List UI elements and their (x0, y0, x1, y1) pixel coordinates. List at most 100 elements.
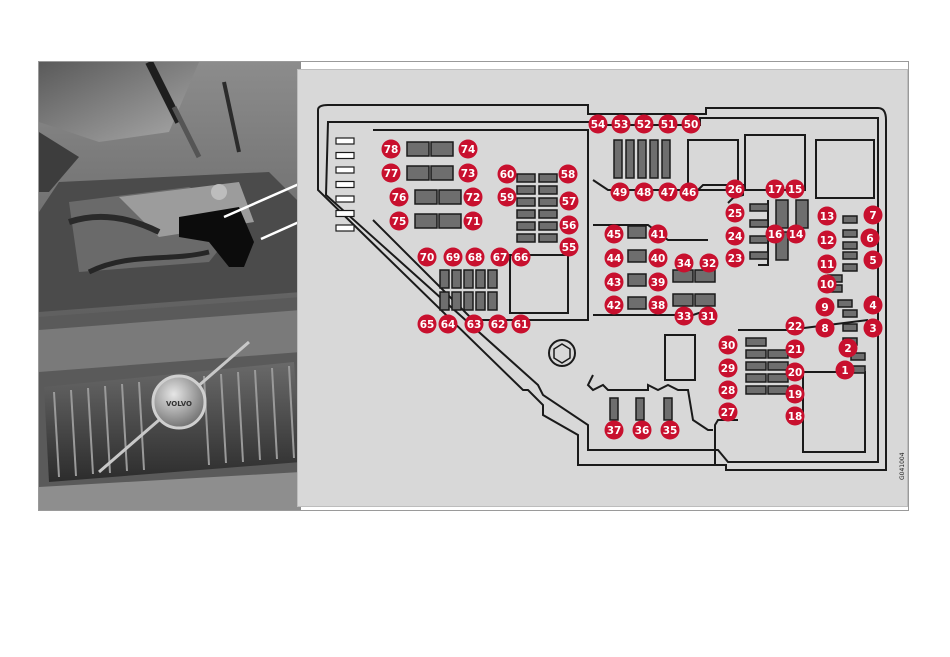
fuse-number-label: 58 (561, 169, 576, 181)
fuse-slot (464, 270, 473, 288)
fuse-slot (843, 230, 857, 237)
fuse-number-label: 15 (788, 184, 803, 196)
fuse-number-label: 63 (467, 319, 482, 331)
fuse-slot (628, 226, 646, 238)
fuse-number-label: 19 (788, 389, 803, 401)
fuse-badge-23: 23 (726, 249, 745, 268)
fuse-badge-33: 33 (675, 307, 694, 326)
fuse-slot (439, 190, 461, 204)
fuse-number-label: 24 (728, 231, 743, 243)
fuse-badge-72: 72 (464, 188, 483, 207)
fuse-slots (336, 138, 865, 420)
fuse-slot (768, 386, 788, 394)
fuse-badge-66: 66 (512, 248, 531, 267)
fuse-number-label: 33 (677, 311, 692, 323)
fuse-badge-60: 60 (498, 165, 517, 184)
fuse-badge-67: 67 (491, 248, 510, 267)
fuse-slot (843, 324, 857, 331)
fuse-slot (488, 292, 497, 310)
fuse-badge-63: 63 (465, 315, 484, 334)
fuse-number-label: 54 (591, 119, 606, 131)
fuse-number-label: 28 (721, 385, 736, 397)
connector-slot (336, 167, 354, 173)
fuse-number-label: 65 (420, 319, 435, 331)
fuse-number-label: 27 (721, 407, 736, 419)
fuse-number-label: 73 (461, 168, 476, 180)
fuse-slot (517, 198, 535, 206)
fuse-slot (838, 300, 852, 307)
fuse-number-label: 11 (820, 259, 835, 271)
fuse-badge-76: 76 (390, 188, 409, 207)
fuse-badge-32: 32 (700, 254, 719, 273)
fuse-badge-31: 31 (699, 307, 718, 326)
fuse-badge-75: 75 (390, 212, 409, 231)
fuse-badge-26: 26 (726, 180, 745, 199)
fuse-slot (431, 166, 453, 180)
fuse-number-label: 37 (607, 425, 622, 437)
fuse-badge-13: 13 (818, 207, 837, 226)
fuse-number-label: 46 (682, 187, 697, 199)
fuse-number-label: 8 (821, 323, 828, 335)
fuse-badge-69: 69 (444, 248, 463, 267)
fuse-slot (614, 140, 622, 178)
fuse-number-label: 20 (788, 367, 803, 379)
fuse-slot (750, 204, 768, 211)
fuse-badge-61: 61 (512, 315, 531, 334)
fuse-number-label: 69 (446, 252, 461, 264)
fuse-slot (768, 374, 788, 382)
fuse-slot (746, 362, 766, 370)
fuse-slot (517, 186, 535, 194)
fuse-number-label: 36 (635, 425, 650, 437)
fuse-slot (517, 222, 535, 230)
fuse-slot (476, 270, 485, 288)
connector-slot (336, 225, 354, 231)
fuse-number-label: 35 (663, 425, 678, 437)
fuse-slot (796, 200, 808, 228)
fuse-number-label: 64 (441, 319, 456, 331)
fuse-number-label: 49 (613, 187, 628, 199)
fuse-badge-68: 68 (466, 248, 485, 267)
fuse-number-label: 72 (466, 192, 481, 204)
fuse-number-label: 40 (651, 253, 666, 265)
fuse-badge-43: 43 (605, 273, 624, 292)
fuse-number-label: 4 (869, 300, 876, 312)
fuse-slot (517, 174, 535, 182)
fuse-number-label: 78 (384, 144, 399, 156)
fuse-number-label: 13 (820, 211, 835, 223)
fuse-badge-62: 62 (489, 315, 508, 334)
fuse-slot (695, 294, 715, 306)
fuse-badge-7: 7 (864, 206, 883, 225)
fuse-slot (750, 220, 768, 227)
fuse-slot (746, 350, 766, 358)
fuse-badge-4: 4 (864, 296, 883, 315)
fuse-number-label: 18 (788, 411, 803, 423)
fuse-slot (539, 210, 557, 218)
fuse-number-label: 76 (392, 192, 407, 204)
fuse-badge-14: 14 (787, 225, 806, 244)
fuse-number-label: 53 (614, 119, 629, 131)
fuse-number-label: 5 (869, 255, 876, 267)
fuse-badge-1: 1 (836, 361, 855, 380)
fuse-number-label: 12 (820, 235, 835, 247)
fuse-badge-16: 16 (766, 225, 785, 244)
fuse-badge-11: 11 (818, 255, 837, 274)
fuse-slot (539, 234, 557, 242)
fuse-slot (626, 140, 634, 178)
fuse-badge-28: 28 (719, 381, 738, 400)
fuse-slot (431, 142, 453, 156)
fuse-badge-29: 29 (719, 359, 738, 378)
fuse-box-figure: VOLVO (38, 61, 909, 511)
fuse-badge-36: 36 (633, 421, 652, 440)
fuse-slot (539, 186, 557, 194)
fuse-badge-3: 3 (864, 319, 883, 338)
fuse-badge-47: 47 (659, 183, 678, 202)
fuse-number-label: 41 (651, 229, 666, 241)
fuse-badge-56: 56 (560, 216, 579, 235)
fuse-slot (488, 270, 497, 288)
fuse-number-label: 10 (820, 279, 835, 291)
fuse-slot (464, 292, 473, 310)
fuse-slot (439, 214, 461, 228)
fuse-slot (662, 140, 670, 178)
fuse-badge-15: 15 (786, 180, 805, 199)
fuse-slot (628, 274, 646, 286)
